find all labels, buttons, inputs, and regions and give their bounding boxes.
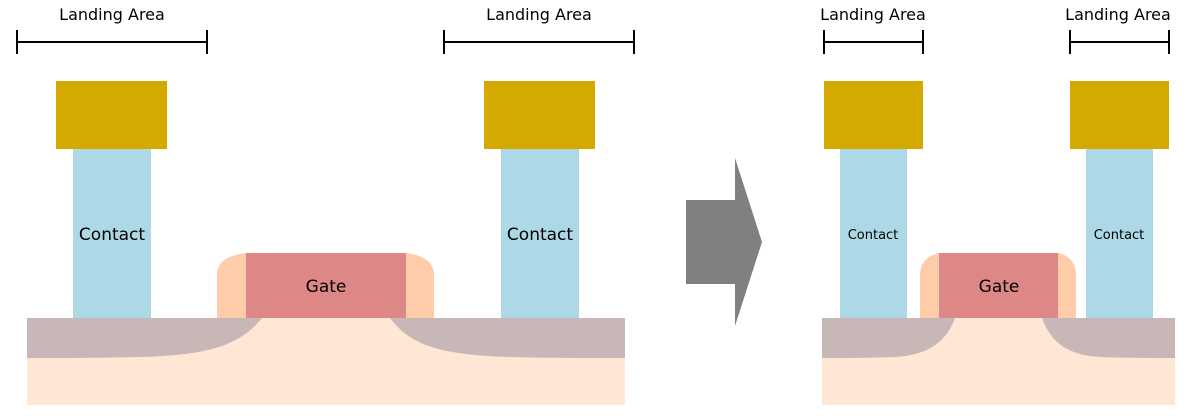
before-landing-label-right: Landing Area bbox=[486, 5, 592, 24]
after-bracket-right bbox=[1069, 30, 1170, 54]
after-diffusion-left bbox=[822, 318, 955, 358]
before-landing-label-left: Landing Area bbox=[59, 5, 165, 24]
after-contact-right-label: Contact bbox=[1094, 228, 1145, 243]
before-contact-left bbox=[73, 149, 151, 318]
after-contact-left bbox=[840, 149, 907, 318]
before-gate bbox=[246, 253, 406, 318]
after-contact-left-label: Contact bbox=[848, 228, 899, 243]
before-gate-label: Gate bbox=[306, 277, 347, 297]
before-spacer-left bbox=[217, 253, 246, 318]
after-contact-right bbox=[1086, 149, 1153, 318]
before-landing-pad-right bbox=[484, 81, 595, 149]
before-bracket-left bbox=[16, 30, 208, 54]
before-landing-pad-left bbox=[56, 81, 167, 149]
after-landing-label-right: Landing Area bbox=[1065, 5, 1171, 24]
before-contact-right-label: Contact bbox=[507, 225, 573, 245]
before-bracket-right bbox=[443, 30, 635, 54]
after-spacer-left bbox=[920, 253, 939, 318]
after-spacer-right bbox=[1058, 253, 1076, 318]
after-landing-pad-left bbox=[824, 81, 923, 149]
before-contact-right bbox=[501, 149, 579, 318]
before-contact-left-label: Contact bbox=[79, 225, 145, 245]
after-landing-label-left: Landing Area bbox=[820, 5, 926, 24]
before-spacer-right bbox=[406, 253, 434, 318]
before-panel: Gate Contact Contact Landing Area Landin… bbox=[16, 5, 635, 405]
after-bracket-left bbox=[823, 30, 924, 54]
after-gate bbox=[939, 253, 1058, 318]
after-gate-label: Gate bbox=[979, 277, 1020, 297]
after-diffusion-right bbox=[1042, 318, 1175, 358]
right-arrow-icon bbox=[686, 158, 762, 326]
after-panel: Gate Contact Contact Landing Area Landin… bbox=[820, 5, 1175, 405]
after-landing-pad-right bbox=[1070, 81, 1169, 149]
before-diffusion-right bbox=[390, 318, 625, 358]
before-diffusion bbox=[27, 318, 262, 358]
